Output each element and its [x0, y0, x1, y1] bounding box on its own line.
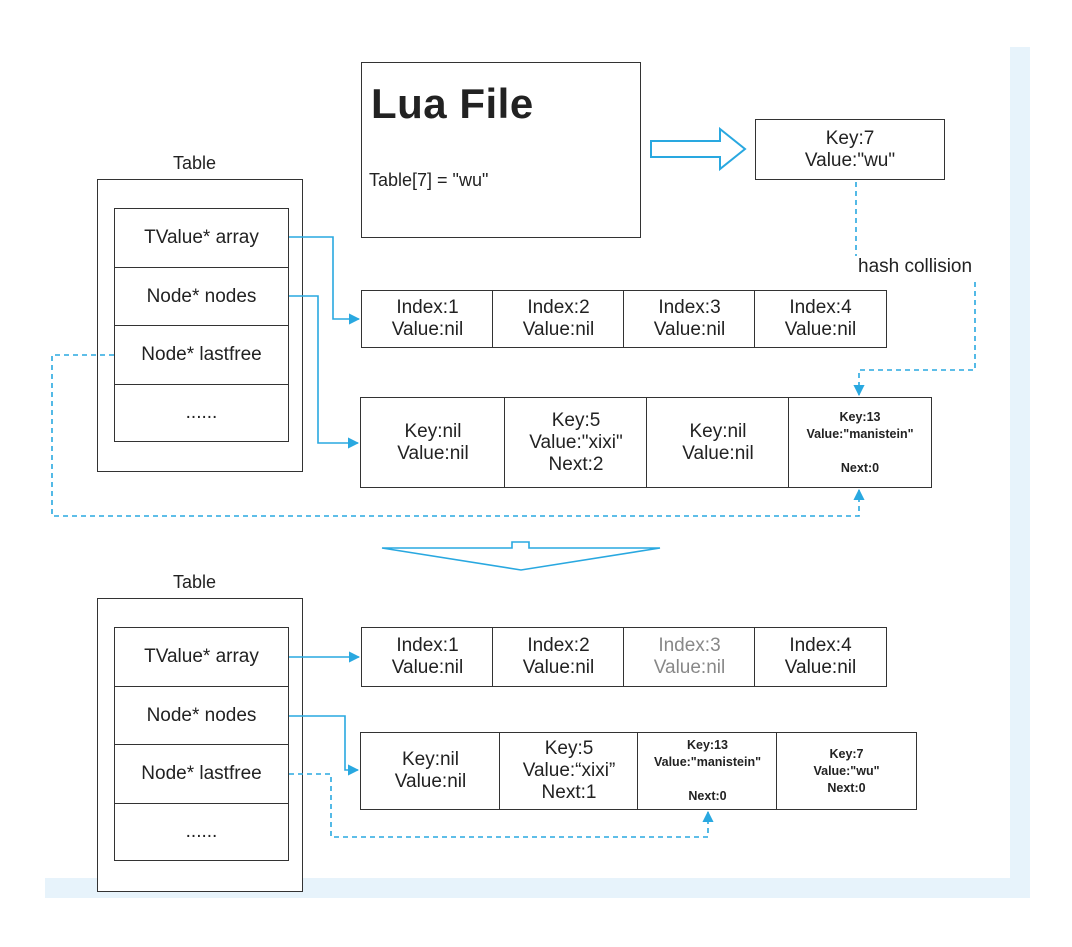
before-node-2: Key:5 Value:"xixi" Next:2	[504, 397, 648, 488]
after-field-nodes: Node* nodes	[114, 686, 289, 745]
after-node-4: Key:7 Value:"wu" Next:0	[776, 732, 917, 810]
after-array-slot-4: Index:4 Value:nil	[754, 627, 887, 687]
before-table-label: Table	[173, 153, 217, 173]
new-entry-box: Key:7 Value:"wu"	[755, 119, 945, 180]
before-array-slot-2: Index:2 Value:nil	[492, 290, 625, 348]
before-field-rest: ......	[114, 384, 289, 442]
before-array-slot-1: Index:1 Value:nil	[361, 290, 494, 348]
down-arrow-icon	[381, 541, 661, 571]
hash-collision-label: hash collision	[855, 256, 976, 278]
before-array-slot-3: Index:3 Value:nil	[623, 290, 756, 348]
lua-file-code: Table[7] = "wu"	[369, 170, 489, 190]
hollow-arrow-icon	[650, 126, 747, 172]
before-array-slot-4: Index:4 Value:nil	[754, 290, 887, 348]
before-field-array: TValue* array	[114, 208, 289, 268]
after-lastfree-connector	[289, 773, 714, 838]
before-node-1: Key:nil Value:nil	[360, 397, 506, 488]
after-field-rest: ......	[114, 803, 289, 861]
after-node-3: Key:13 Value:"manistein" Next:0	[637, 732, 778, 810]
after-table-label: Table	[173, 572, 217, 592]
lua-file-box	[361, 62, 641, 238]
after-node-2: Key:5 Value:“xixi” Next:1	[499, 732, 639, 810]
after-node-1: Key:nil Value:nil	[360, 732, 501, 810]
after-array-slot-2: Index:2 Value:nil	[492, 627, 625, 687]
before-field-lastfree: Node* lastfree	[114, 325, 289, 385]
hash-collision-connector-2	[853, 282, 976, 397]
before-nodes-connector	[289, 295, 360, 449]
after-array-slot-3: Index:3 Value:nil	[623, 627, 756, 687]
after-field-array: TValue* array	[114, 627, 289, 687]
background-frame-right	[1010, 47, 1030, 897]
before-array-connector	[289, 236, 361, 325]
before-node-4: Key:13 Value:"manistein" Next:0	[788, 397, 932, 488]
lua-file-title: Lua File	[371, 80, 534, 127]
before-lastfree-connector	[51, 354, 865, 517]
after-nodes-connector	[289, 715, 360, 776]
before-node-3: Key:nil Value:nil	[646, 397, 790, 488]
after-field-lastfree: Node* lastfree	[114, 744, 289, 804]
